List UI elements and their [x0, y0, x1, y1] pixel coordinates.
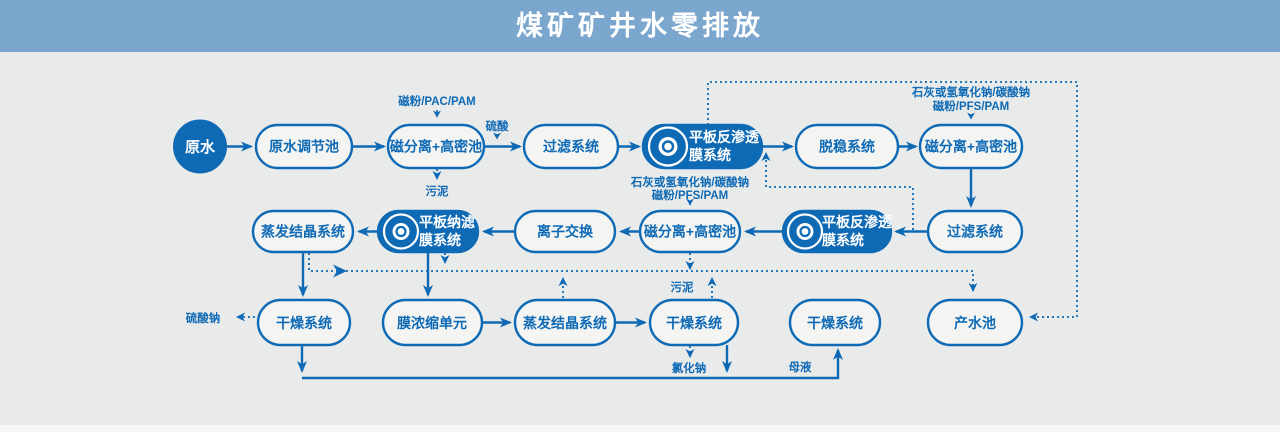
node-product-pool: 产水池 [926, 298, 1024, 347]
dotted-connectors [236, 81, 1078, 358]
dosing-arrows [433, 110, 975, 206]
node-membrane-conc: 膜浓缩单元 [381, 298, 484, 347]
node-destabilize: 脱稳系统 [794, 123, 900, 170]
annotation-sludge1: 污泥 [426, 184, 449, 198]
mother-liquor-line-to-dry3 [302, 348, 843, 380]
solid-connectors [227, 141, 976, 380]
node-label: 过滤系统 [947, 224, 1003, 240]
dotted-drain-line-to-productpool [308, 253, 978, 292]
dotted-bypass-to-destabilize-feed [761, 152, 914, 230]
node-ro1: 平板反渗透 膜系统 [641, 123, 764, 170]
annotation-dosing2-line2: 磁粉/PFS/PAM [933, 99, 1009, 113]
node-regulating-pool: 原水调节池 [254, 123, 354, 170]
node-label: 干燥系统 [666, 315, 722, 331]
annotation-acid: 硫酸 [486, 119, 509, 133]
node-dry1: 干燥系统 [256, 298, 352, 347]
node-label-line1: 平板反渗透 [689, 129, 760, 145]
node-label: 脱稳系统 [819, 139, 875, 155]
node-evap-crystal1: 蒸发结晶系统 [251, 209, 355, 254]
node-label: 磁分离+高密池 [390, 139, 482, 155]
node-evap-crystal2: 蒸发结晶系统 [513, 298, 617, 347]
membrane-icon [647, 126, 689, 167]
node-label: 产水池 [954, 315, 996, 331]
annotation-labels: 磁粉/PAC/PAM 硫酸 污泥 石灰或氢氧化钠/碳酸钠 磁粉/PFS/PAM … [186, 85, 1030, 375]
annotation-nacl: 氯化钠 [672, 361, 707, 375]
node-ion-exchange: 离子交换 [513, 209, 617, 254]
annotation-dosing2-line1: 石灰或氢氧化钠/碳酸钠 [911, 85, 1030, 99]
annotation-dosing3-line2: 磁粉/PFS/PAM [652, 188, 728, 202]
node-label: 膜浓缩单元 [397, 315, 467, 331]
annotation-dosing3-line1: 石灰或氢氧化钠/碳酸钠 [630, 175, 749, 189]
node-label: 离子交换 [537, 224, 594, 240]
node-raw-water: 原水 [173, 119, 227, 174]
node-label: 过滤系统 [543, 139, 599, 155]
node-label-line1: 平板反渗透 [822, 214, 893, 230]
node-label: 干燥系统 [807, 315, 863, 331]
node-filter2: 过滤系统 [926, 209, 1024, 254]
node-magsep3: 磁分离+高密池 [638, 209, 742, 254]
membrane-icon [382, 213, 420, 250]
node-label: 磁分离+高密池 [925, 139, 1017, 155]
membrane-icon [786, 213, 824, 250]
node-label-line2: 膜系统 [822, 232, 864, 248]
node-label-line2: 膜系统 [419, 232, 461, 248]
node-ro2: 平板反渗透 膜系统 [781, 209, 893, 254]
node-label: 原水 [185, 138, 216, 156]
drain-line-direction-arrowhead [333, 264, 347, 278]
node-label: 原水调节池 [269, 139, 339, 155]
node-label: 干燥系统 [276, 315, 332, 331]
dotted-ro1-to-productpool [707, 81, 1078, 322]
annotation-dosing1: 磁粉/PAC/PAM [398, 94, 476, 108]
node-dry3: 干燥系统 [788, 298, 882, 347]
footer-strip [0, 425, 1280, 432]
page-title: 煤矿矿井水零排放 [516, 11, 764, 41]
node-filter1: 过滤系统 [522, 123, 620, 170]
header-bar: 煤矿矿井水零排放 [0, 0, 1280, 52]
annotation-sodium-sulfate: 硫酸钠 [186, 311, 221, 325]
annotation-sludge2: 污泥 [671, 280, 694, 294]
node-magsep1: 磁分离+高密池 [386, 123, 486, 170]
node-label: 磁分离+高密池 [644, 224, 736, 240]
node-label-line2: 膜系统 [689, 147, 731, 163]
node-dry2: 干燥系统 [648, 298, 740, 347]
node-label-line1: 平板纳滤 [419, 214, 475, 230]
node-nf: 平板纳滤 膜系统 [376, 209, 480, 254]
annotation-mother-liquor: 母液 [789, 360, 812, 374]
node-label: 蒸发结晶系统 [261, 224, 345, 240]
node-magsep2: 磁分离+高密池 [918, 123, 1024, 170]
node-label: 蒸发结晶系统 [523, 315, 607, 331]
